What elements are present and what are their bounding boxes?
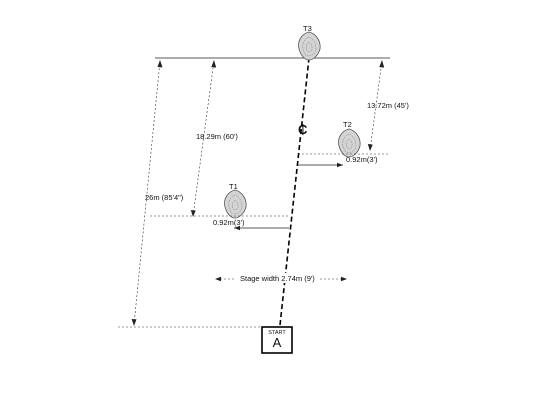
t2-t3-arrow-bottom [367, 144, 373, 151]
target-t1-label: T1 [229, 182, 238, 191]
target-t2-ring [342, 133, 357, 154]
total-depth-dimension [133, 60, 161, 326]
total-depth-label: 26m (85'4") [145, 193, 184, 202]
stage-width-label: Stage width 2.74m (9') [240, 274, 315, 283]
target-t3 [298, 31, 321, 61]
t2-t3-dimension [369, 60, 383, 151]
center-line [279, 57, 310, 326]
target-t1-inner-ring [232, 199, 239, 211]
start-box-letter: A [273, 335, 282, 350]
target-t1 [224, 189, 247, 219]
target-t2 [338, 128, 361, 158]
t2-t3-arrow-top [379, 60, 385, 68]
target-t1-silhouette [224, 189, 247, 219]
target-t3-label: T3 [303, 24, 312, 33]
t3-depth-label: 18.29m (60') [196, 132, 238, 141]
start-box-label: START [268, 330, 286, 336]
stage-width-arrow-left [215, 276, 221, 282]
target-t3-silhouette [298, 31, 321, 61]
total-depth-arrow-bottom [131, 319, 137, 326]
target-t2-label: T2 [343, 120, 352, 129]
target-t2-inner-ring [346, 138, 353, 150]
t2-offset-arrow [337, 162, 343, 168]
t1-offset-arrow [234, 225, 240, 231]
t1-offset-label: 0.92m(3') [213, 218, 245, 227]
target-t1-ring [228, 194, 243, 215]
t3-depth-arrow-top [211, 60, 217, 68]
target-t3-ring [302, 36, 317, 57]
centerline-symbol: ₵ [298, 122, 308, 137]
total-depth-arrow-top [157, 60, 163, 68]
stage-width-label-bg [236, 273, 320, 283]
start-box [261, 326, 293, 354]
target-t2-silhouette [338, 128, 361, 158]
t2-offset-label: 0.92m(3') [346, 155, 378, 164]
t2-t3-label: 13.72m (45') [367, 101, 409, 110]
stage-width-arrow-right [341, 276, 347, 282]
t3-depth-arrow-bottom [190, 210, 196, 217]
target-t3-inner-ring [306, 41, 313, 53]
